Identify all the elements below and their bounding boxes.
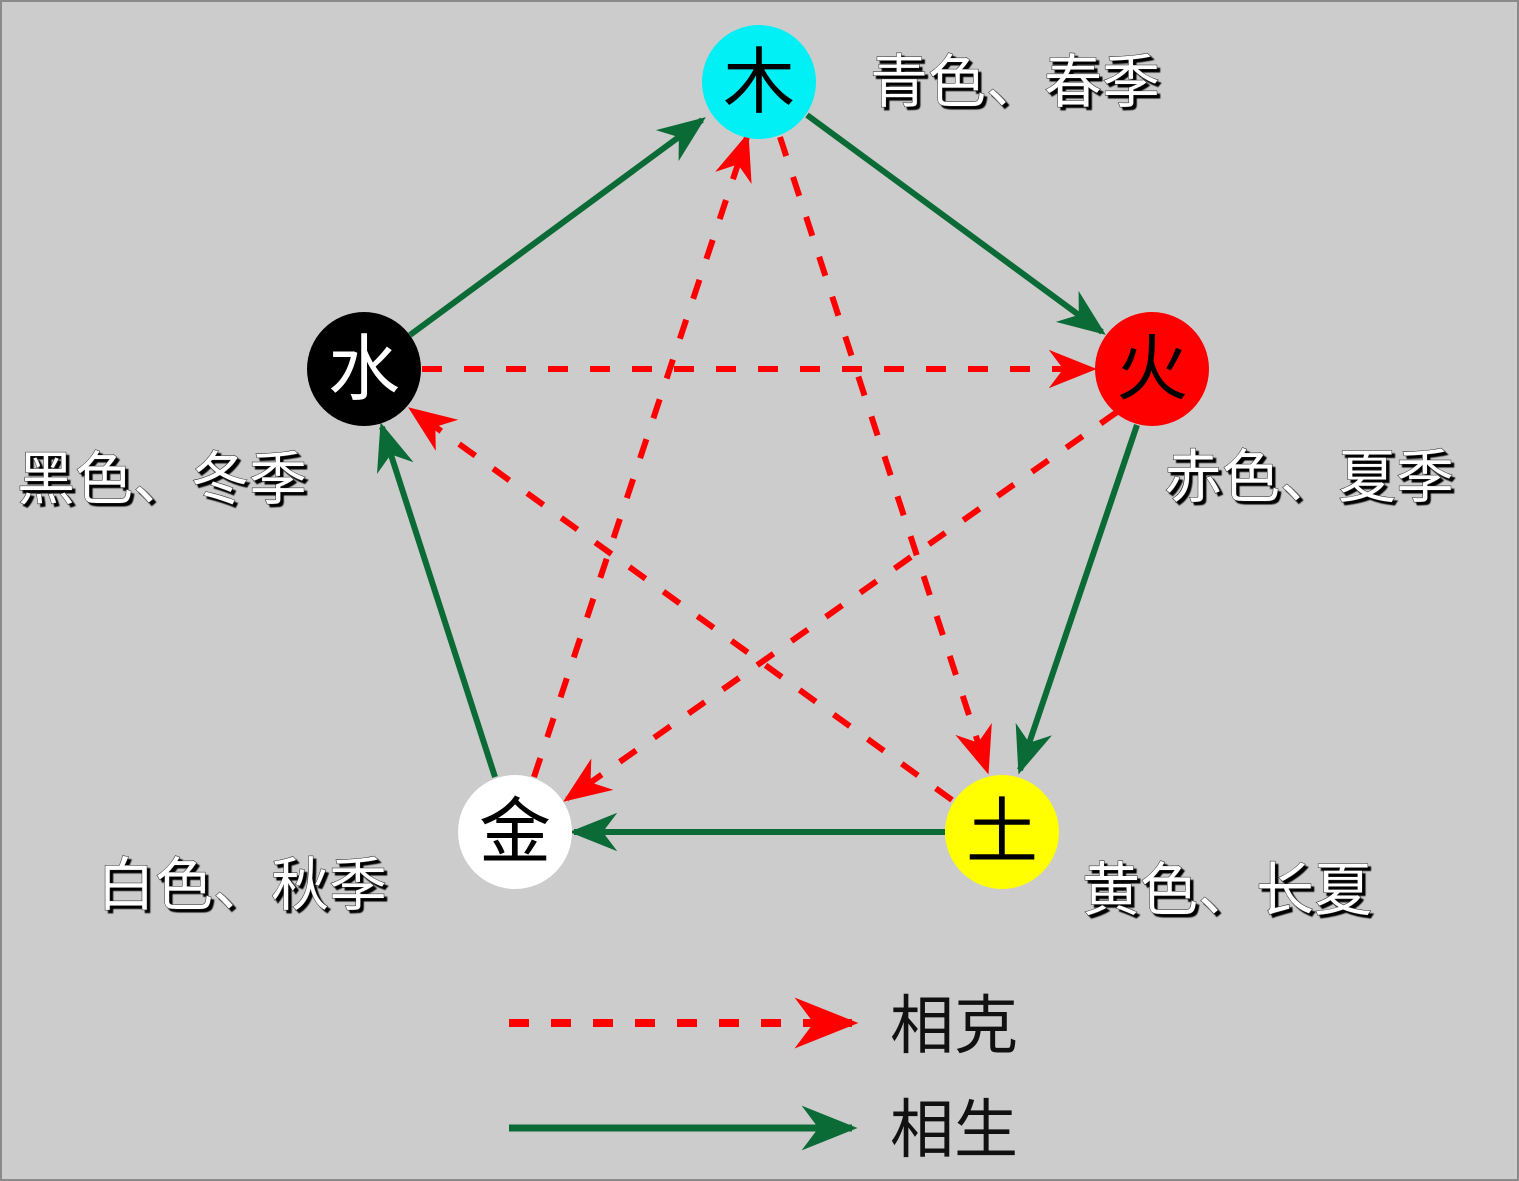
label-metal: 白色、秋季 — [97, 851, 387, 919]
node-earth: 土 — [945, 775, 1059, 889]
node-metal-char: 金 — [479, 790, 551, 874]
node-fire: 火 — [1095, 312, 1209, 426]
overcoming-arrow-metal-wood — [531, 132, 752, 778]
overcoming-arrow-earth-water — [408, 407, 954, 803]
overcoming-arrow-wood-earth — [777, 136, 992, 775]
overcoming-arrow-fire-metal — [563, 409, 1119, 802]
label-earth: 黄色、长夏 — [1082, 856, 1372, 924]
legend-generating-label: 相生 — [890, 1094, 1018, 1168]
node-wood-char: 木 — [723, 40, 795, 124]
node-fire-char: 火 — [1116, 327, 1188, 411]
node-water-char: 水 — [328, 327, 400, 411]
label-water: 黑色、冬季 — [17, 445, 307, 513]
label-fire: 赤色、夏季 — [1164, 443, 1454, 511]
legend: 相克 相生 — [509, 990, 1018, 1168]
node-wood: 木 — [702, 25, 816, 139]
generating-arrow-wood-fire — [805, 112, 1106, 335]
node-metal: 金 — [458, 775, 572, 889]
generating-arrow-water-wood — [408, 117, 706, 338]
generating-arrow-fire-earth — [1015, 424, 1140, 775]
node-water: 水 — [307, 312, 421, 426]
generating-arrow-metal-water — [377, 422, 498, 778]
label-wood: 青色、春季 — [870, 48, 1160, 116]
legend-overcoming-label: 相克 — [890, 990, 1018, 1064]
node-earth-char: 土 — [966, 790, 1038, 874]
